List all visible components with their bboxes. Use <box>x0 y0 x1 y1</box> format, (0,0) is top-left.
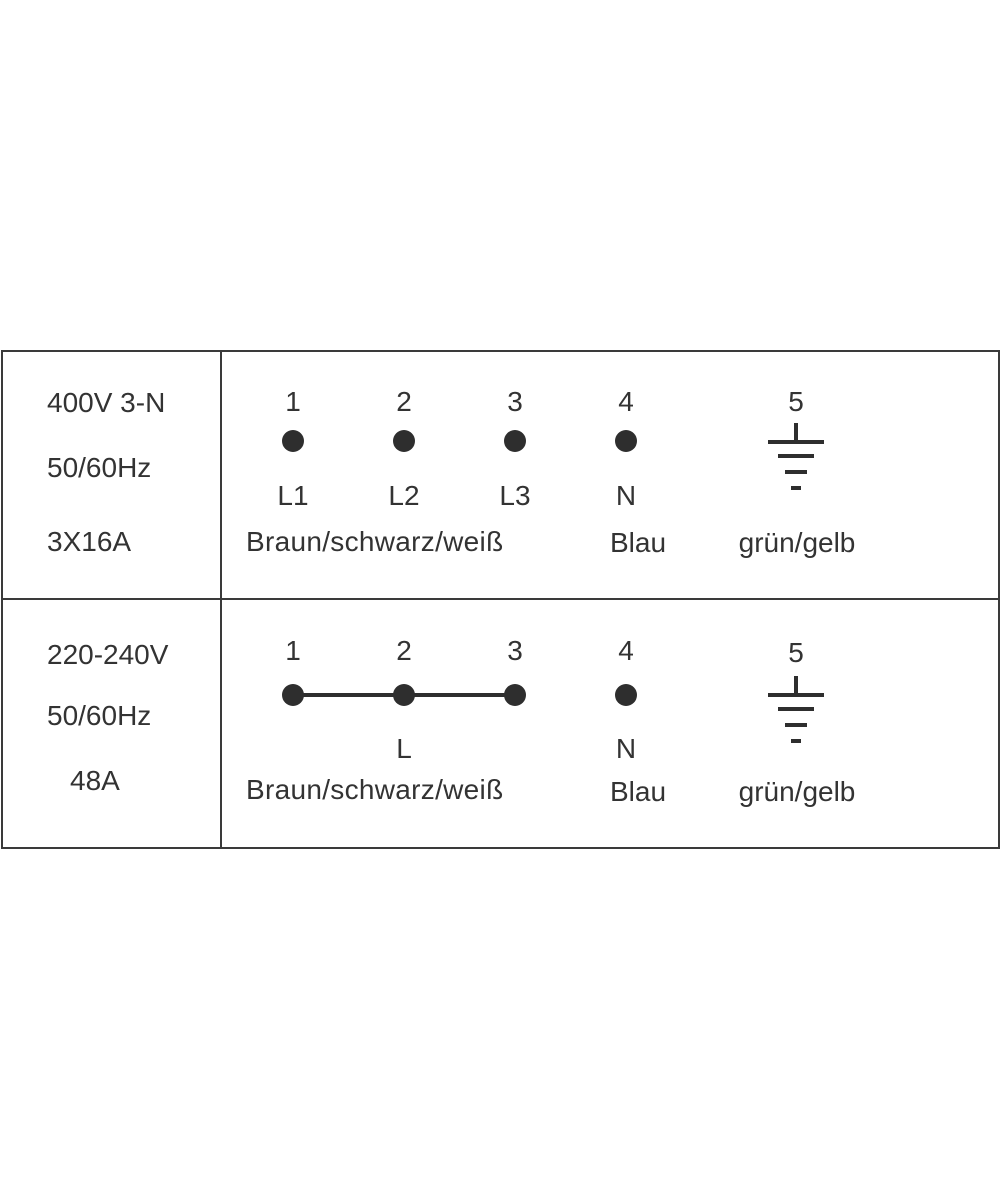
terminal-number: 3 <box>507 386 523 417</box>
spec-current: 48A <box>70 765 120 796</box>
terminal-number: 1 <box>285 635 301 666</box>
spec-current: 3X16A <box>47 526 132 557</box>
terminal-number: 2 <box>396 635 412 666</box>
phase-label: L1 <box>277 480 309 511</box>
neutral-label: N <box>615 733 637 764</box>
terminal-dot-icon <box>504 430 526 452</box>
earth-wire-color: grün/gelb <box>738 527 856 558</box>
phase-label: L2 <box>388 480 420 511</box>
terminal-dot-icon <box>393 430 415 452</box>
spec-frequency: 50/60Hz <box>47 452 152 483</box>
row-divider <box>1 598 1000 600</box>
neutral-wire-color: Blau <box>609 527 667 558</box>
earth-wire-color: grün/gelb <box>738 776 856 807</box>
terminal-number: 5 <box>788 386 804 417</box>
terminal-number: 4 <box>618 635 634 666</box>
spec-frequency: 50/60Hz <box>47 700 152 731</box>
neutral-label: N <box>615 480 637 511</box>
terminal-number: 4 <box>618 386 634 417</box>
terminal-dot-icon <box>393 684 415 706</box>
phase-label: L <box>396 733 412 764</box>
phase-wire-colors: Braun/schwarz/weiß <box>246 526 504 557</box>
terminal-dot-icon <box>615 430 637 452</box>
phase-wire-colors: Braun/schwarz/weiß <box>246 774 504 805</box>
terminal-dot-icon <box>504 684 526 706</box>
terminal-dot-icon <box>282 430 304 452</box>
column-divider <box>220 350 222 848</box>
terminal-number: 5 <box>788 637 804 668</box>
spec-voltage: 220-240V <box>47 639 169 670</box>
terminal-number: 2 <box>396 386 412 417</box>
spec-voltage: 400V 3-N <box>47 387 166 418</box>
terminal-dot-icon <box>615 684 637 706</box>
terminal-number: 3 <box>507 635 523 666</box>
terminal-number: 1 <box>285 386 301 417</box>
neutral-wire-color: Blau <box>609 776 667 807</box>
terminal-dot-icon <box>282 684 304 706</box>
ground-icon <box>766 423 826 493</box>
phase-label: L3 <box>499 480 531 511</box>
ground-icon <box>766 676 826 746</box>
